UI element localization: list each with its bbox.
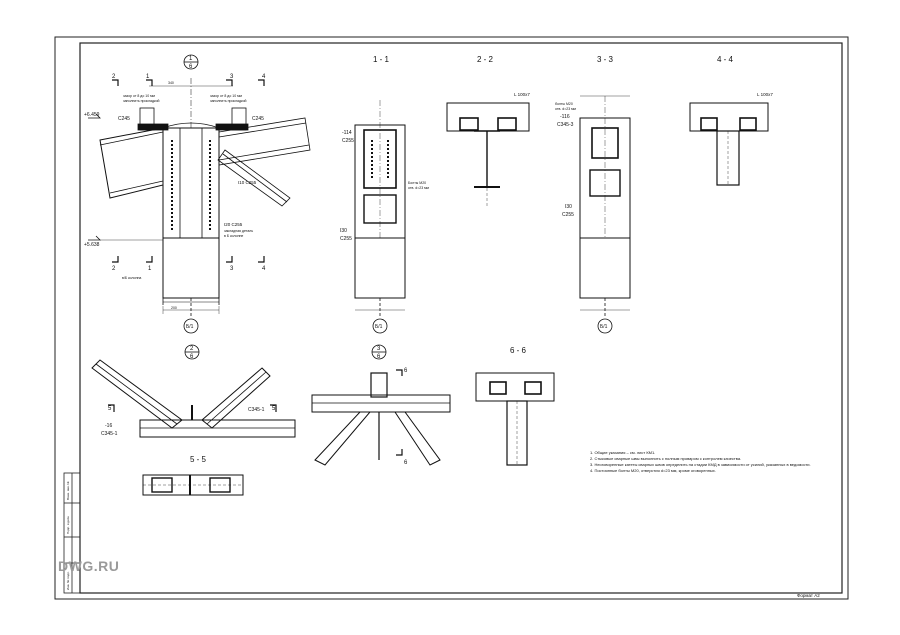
gap-left: зазор от 8 до 10 мм bbox=[123, 94, 156, 98]
dim-200-1: 200 bbox=[171, 306, 177, 310]
cut-3-bot: 3 bbox=[230, 266, 234, 272]
col-note-2: в Б колонне bbox=[224, 234, 243, 238]
gap-right: зазор от 8 до 10 мм bbox=[210, 94, 243, 98]
section-1-1-title: 1 - 1 bbox=[373, 55, 390, 64]
callout-1-top: 1 bbox=[189, 56, 193, 62]
section-3-3-drawing bbox=[579, 95, 631, 334]
c255-c: C255 bbox=[562, 212, 574, 218]
section-3-3-title: 3 - 3 bbox=[597, 55, 614, 64]
stamp-row-3: Инв. № подл. bbox=[66, 571, 70, 590]
cut-5-right: 5 bbox=[272, 406, 276, 412]
cut-6-top: 6 bbox=[404, 368, 408, 374]
callout-3-bot: 6 bbox=[377, 354, 381, 360]
bolts-33b: отв. d=23 мм bbox=[555, 107, 577, 111]
c245-right: C245 bbox=[252, 116, 264, 122]
section-2-2-drawing bbox=[446, 102, 530, 208]
section-5-5-title: 5 - 5 bbox=[190, 455, 207, 464]
note-4: 4. Постоянные болты М20, отверстия d=23 … bbox=[590, 468, 716, 473]
stamp-row-2: Подп. и дата bbox=[66, 516, 70, 534]
section-4-4-drawing bbox=[689, 102, 769, 186]
elev-top: +6.459 bbox=[84, 112, 100, 118]
cut-4-top: 4 bbox=[262, 74, 266, 80]
cut-4-bot: 4 bbox=[262, 266, 266, 272]
gap-right2: заполнить прокладкой bbox=[210, 99, 247, 103]
i30-b: I30 bbox=[565, 204, 572, 210]
section-5-5-drawing bbox=[142, 474, 244, 496]
stamp-row-1: Взам. инв. № bbox=[66, 481, 70, 500]
p16: -16 bbox=[105, 423, 112, 429]
cut-2-bot: 2 bbox=[112, 266, 116, 272]
note-3: 3. Неоговоренные катеты сварных швов опр… bbox=[590, 462, 811, 467]
node-3-drawing bbox=[311, 344, 451, 466]
cut-2-top: 2 bbox=[112, 74, 116, 80]
c345-1a: C345-1 bbox=[248, 407, 265, 413]
c255-a: C255 bbox=[342, 138, 354, 144]
axis-mark-3: Б/1 bbox=[600, 324, 608, 330]
format-label: Формат А2 bbox=[797, 593, 820, 598]
l100x7-a: L 100x7 bbox=[514, 92, 530, 97]
section-4-4-title: 4 - 4 bbox=[717, 55, 734, 64]
callout-1-bot: 6 bbox=[189, 64, 193, 70]
callout-3-top: 3 bbox=[377, 346, 381, 352]
i30: I30 bbox=[340, 228, 347, 234]
axis-mark-2: Б/1 bbox=[375, 324, 383, 330]
section-1-1-drawing bbox=[354, 100, 406, 334]
section-2-2-title: 2 - 2 bbox=[477, 55, 494, 64]
cut-1-top: 1 bbox=[146, 74, 150, 80]
side-stamp bbox=[63, 472, 81, 594]
c245-left: C245 bbox=[118, 116, 130, 122]
p114: -114 bbox=[342, 130, 352, 136]
cut-3-top: 3 bbox=[230, 74, 234, 80]
outer-frame bbox=[54, 36, 849, 600]
gap-left2: заполнить прокладкой bbox=[123, 99, 160, 103]
callout-2-bot: 6 bbox=[190, 354, 194, 360]
node-2-drawing bbox=[91, 344, 296, 438]
node-1-drawing bbox=[88, 54, 311, 334]
note-2: 2. Стыковые сварные швы выполнить с полн… bbox=[590, 456, 741, 461]
section-6-6-title: 6 - 6 bbox=[510, 346, 527, 355]
cut-6-bot: 6 bbox=[404, 460, 408, 466]
bolts-11: Болты М20 bbox=[408, 181, 426, 185]
cut-1-bot: 1 bbox=[148, 266, 152, 272]
bolts-11b: отв. d=23 мм bbox=[408, 186, 430, 190]
dim-340: 340 bbox=[168, 81, 174, 85]
note-1: 1. Общие указания – см. лист КМ1. bbox=[590, 450, 655, 455]
section-6-6-drawing bbox=[475, 372, 555, 466]
c345-3: C345-3 bbox=[557, 122, 574, 128]
c255-b: C255 bbox=[340, 236, 352, 242]
bolts-33: болты М20 bbox=[555, 102, 573, 106]
c345-1b: C345-1 bbox=[101, 431, 118, 437]
p116: -116 bbox=[560, 114, 570, 120]
inner-frame bbox=[79, 42, 843, 594]
l100x7-b: L 100x7 bbox=[757, 92, 773, 97]
elev-bot: +5.638 bbox=[84, 242, 100, 248]
cut-5-left: 5 bbox=[108, 406, 112, 412]
watermark-logo: DWG.RU bbox=[58, 558, 120, 574]
col-note-1: закладная деталь bbox=[224, 229, 253, 233]
callout-2-top: 2 bbox=[190, 346, 194, 352]
axis-mark-1: Б/1 bbox=[186, 324, 194, 330]
i20-c255: I20 C255 bbox=[224, 222, 243, 227]
col-axis: в/Б колонна bbox=[122, 276, 141, 280]
i10-c255: I10 C255 bbox=[238, 180, 257, 185]
